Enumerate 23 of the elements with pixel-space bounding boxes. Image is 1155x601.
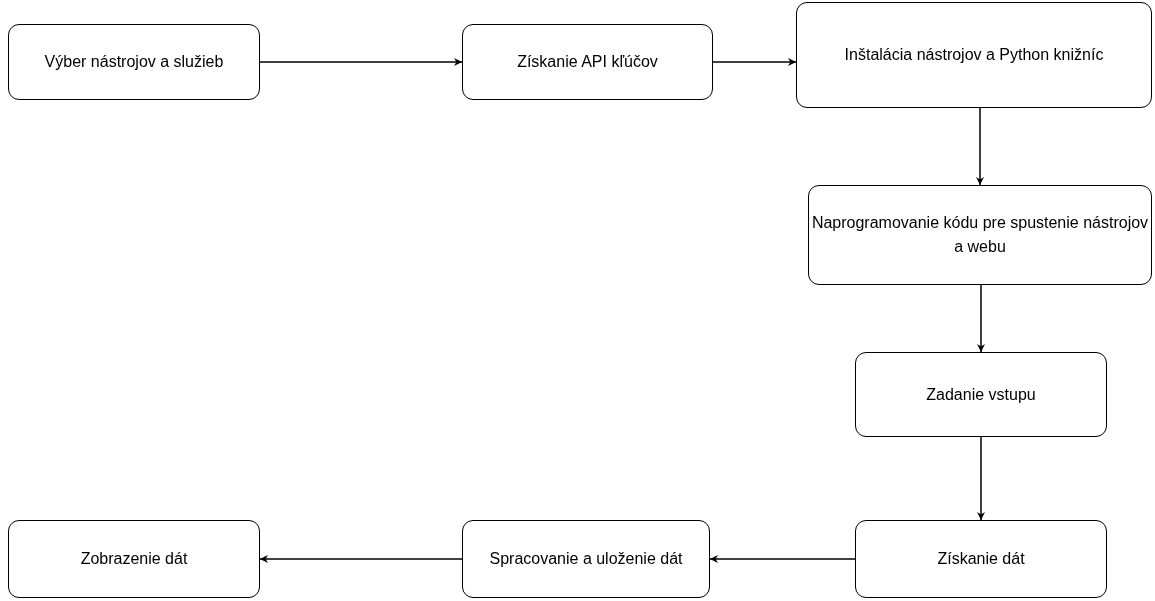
box-label: Získanie API kľúčov: [517, 52, 658, 72]
process-box: [462, 520, 710, 598]
box-label: Spracovanie a uloženie dát: [489, 549, 683, 569]
process-box: [462, 24, 713, 100]
arrow: [259, 58, 463, 66]
arrow: [712, 58, 797, 66]
process-box: [855, 352, 1107, 437]
process-box: [808, 185, 1152, 285]
arrow: [709, 555, 856, 563]
process-box: [8, 520, 260, 598]
arrow: [976, 107, 984, 186]
box-label: Zadanie vstupu: [926, 384, 1036, 405]
process-box: [796, 2, 1152, 108]
box-label: Inštalácia nástrojov a Python knižníc: [844, 45, 1104, 65]
arrow: [977, 436, 985, 521]
process-box: [8, 24, 260, 100]
process-box: [855, 520, 1107, 598]
box-label: Naprogramovanie kódu pre spustenie nástrojov a webu: [811, 213, 1149, 257]
arrow: [259, 555, 463, 563]
box-label: Výber nástrojov a služieb: [44, 52, 224, 72]
box-label: Zobrazenie dát: [80, 549, 188, 569]
arrow: [977, 284, 985, 353]
box-label: Získanie dát: [937, 549, 1025, 569]
